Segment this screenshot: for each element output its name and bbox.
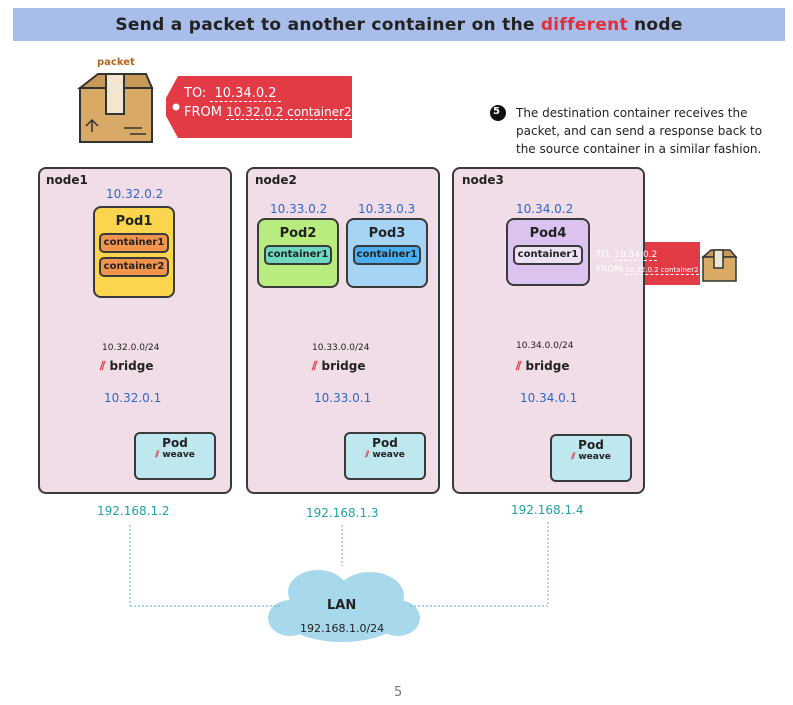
node1-weave-pod: Pod ⫽ weave [134,432,216,480]
lan-cloud [268,570,420,642]
node1-weave-pod-title: Pod [162,436,188,450]
pod2-title: Pod2 [279,226,317,241]
pod1-title: Pod1 [115,214,153,229]
node2-host-ip: 192.168.1.3 [306,506,379,520]
weave-logo-icon: ⫽ [100,359,106,373]
node2-subnet: 10.33.0.0/24 [312,343,370,353]
header-highlight: different [540,14,628,35]
pod3: Pod3 container1 [346,218,428,288]
tag-from-value: 10.32.0.2 container2 [226,105,352,120]
node2-weave-pod: Pod ⫽ weave [344,432,426,480]
packet-label: packet [97,57,135,68]
lan-subnet: 192.168.1.0/24 [300,622,385,635]
pod2: Pod2 container1 [257,218,339,288]
pod4-title: Pod4 [529,226,567,241]
step-number: 5 [493,106,500,117]
node1-bridge-label: bridge [109,359,154,373]
packet-box-icon [77,73,154,143]
pod2-ip: 10.33.0.2 [270,202,328,216]
step-circle [490,105,506,121]
node2-weave-label: weave [372,450,405,460]
node1-bridge: ⫽ bridge [100,359,154,374]
packet-tag: TO: 10.34.0.2 FROM 10.32.0.2 container2 [184,86,352,120]
pod1-container1: container1 [99,233,169,253]
node3-host-ip: 192.168.1.4 [511,503,584,517]
node2-weave-pod-title: Pod [372,436,398,450]
weave-logo-icon: ⫽ [571,452,576,462]
pod4-ip: 10.34.0.2 [516,202,574,216]
node2-weave: ⫽ weave [346,450,424,460]
pod3-title: Pod3 [368,226,406,241]
small-box-icon [701,249,738,282]
header-suffix: node [634,14,683,35]
step-text: The destination container receives the p… [516,106,763,156]
header-prefix: Send a packet to another container on th… [115,14,535,35]
node1-bridge-ip: 10.32.0.1 [104,391,162,405]
arrived-to-ip: 10.34.0.2 [614,250,658,261]
pod1-ip: 10.32.0.2 [106,187,164,201]
node3-weave-pod: Pod ⫽ weave [550,434,632,482]
node1-host-ip: 192.168.1.2 [97,504,170,518]
node2-bridge: ⫽ bridge [312,359,366,374]
node3-weave-label: weave [578,452,611,462]
node1-weave: ⫽ weave [136,450,214,460]
pod4: Pod4 container1 [506,218,590,286]
pod2-container1: container1 [264,245,332,265]
node1-weave-label: weave [162,450,195,460]
arrived-to-label: TO: [596,250,612,260]
pod4-container1: container1 [513,245,583,265]
header-banner: Send a packet to another container on th… [13,8,785,41]
node3-subnet: 10.34.0.0/24 [516,341,574,351]
tag-to-ip: 10.34.0.2 [210,86,281,102]
packet-tag-shape [166,76,352,138]
weave-logo-icon: ⫽ [365,450,370,460]
weave-logo-icon: ⫽ [516,359,522,373]
weave-logo-icon: ⫽ [312,359,318,373]
node2-label: node2 [255,173,297,187]
page-number: 5 [394,685,403,700]
tag-from-label: FROM [184,105,222,120]
lan-label: LAN [327,598,357,613]
node2-bridge-label: bridge [321,359,366,373]
weave-logo-icon: ⫽ [155,450,160,460]
arrived-from-value: 10.32.0.2 container2 [625,266,699,275]
node3-bridge: ⫽ bridge [516,359,570,374]
node1-label: node1 [46,173,88,187]
node3-weave: ⫽ weave [552,452,630,462]
node3-weave-pod-title: Pod [578,438,604,452]
pod1: Pod1 container1 container2 [93,206,175,298]
pod3-container1: container1 [353,245,421,265]
node3-label: node3 [462,173,504,187]
tag-to-label: TO: [184,86,207,101]
node1-subnet: 10.32.0.0/24 [102,343,160,353]
arrived-tag: TO: 10.34.0.2 FROM:10.32.0.2 container2 [596,248,699,278]
node3-bridge-ip: 10.34.0.1 [520,391,578,405]
node3-bridge-label: bridge [525,359,570,373]
arrived-from-label: FROM: [596,265,626,275]
pod1-container2: container2 [99,257,169,277]
pod3-ip: 10.33.0.3 [358,202,416,216]
node2-bridge-ip: 10.33.0.1 [314,391,372,405]
